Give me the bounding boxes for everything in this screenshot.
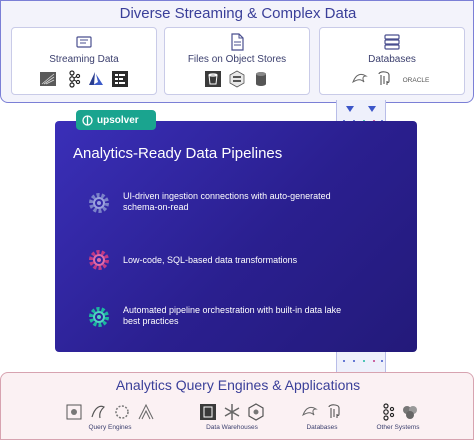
pipe-dot	[363, 360, 365, 362]
mysql-icon	[352, 73, 368, 84]
pipeline-panel: Analytics-Ready Data Pipelines UI-driven…	[55, 121, 417, 352]
feature-transformations: Low-code, SQL-based data transformations	[85, 246, 325, 276]
databases-bottom-label: Databases	[306, 424, 338, 431]
feature-orchestration-text: Automated pipeline orchestration with bu…	[123, 305, 342, 326]
destinations-band: Analytics Query Engines & Applications Q…	[0, 372, 474, 440]
oracle-logo: ORACLE	[403, 77, 430, 84]
databases-label: Databases	[368, 54, 416, 65]
database-cylinder-icon	[256, 72, 266, 86]
pipe-dot	[381, 360, 383, 362]
upsolver-icon	[82, 114, 93, 126]
redshift-icon	[200, 404, 216, 420]
elephant-icon	[378, 71, 390, 85]
cloud-storage-icon	[229, 70, 245, 88]
kafka-icon	[69, 70, 81, 88]
gear-icon	[89, 307, 109, 327]
gear-icon	[89, 193, 109, 213]
feature-ingestion-text: UI-driven ingestion connections with aut…	[123, 191, 331, 212]
stream-icon	[76, 36, 92, 48]
kafka-icon	[383, 403, 395, 421]
upsolver-logo: upsolver	[76, 110, 156, 130]
s3-bucket-icon	[205, 71, 221, 87]
spark-icon	[115, 405, 129, 419]
down-arrow-icon	[346, 106, 354, 112]
feature-orchestration: Automated pipeline orchestration with bu…	[85, 303, 341, 333]
hive-icon	[91, 405, 106, 419]
elastic-icon	[403, 406, 417, 419]
azure-icon	[89, 72, 103, 85]
down-arrow-icon	[368, 106, 376, 112]
streaming-data-card: Streaming Data	[11, 27, 157, 95]
data-warehouses-label: Data Warehouses	[206, 424, 258, 431]
other-systems-label: Other Systems	[376, 424, 420, 431]
svg-text:ORACLE: ORACLE	[403, 77, 430, 84]
kinesis-icon	[112, 71, 128, 87]
other-systems-group: Other Systems	[369, 403, 427, 439]
synapse-icon	[248, 403, 264, 421]
sources-title: Diverse Streaming & Complex Data	[119, 5, 357, 22]
query-engines-label: Query Engines	[88, 424, 132, 431]
file-icon	[231, 33, 244, 51]
athena-icon	[138, 403, 154, 420]
database-icon	[384, 34, 400, 50]
feature-transformations-text: Low-code, SQL-based data transformations	[123, 255, 298, 265]
presto-icon	[66, 404, 82, 420]
query-engines-group: Query Engines	[55, 403, 165, 439]
elephant-icon	[328, 404, 340, 418]
pipe-dot	[373, 360, 375, 362]
pipe-dot	[343, 360, 345, 362]
upsolver-brand-text: upsolver	[97, 114, 139, 126]
sources-band: Diverse Streaming & Complex Data Streami…	[0, 0, 474, 103]
pipe-dot	[353, 360, 355, 362]
files-on-object-stores-card: Files on Object Stores	[164, 27, 310, 95]
mysql-icon	[302, 406, 318, 417]
panel-title: Analytics-Ready Data Pipelines	[73, 145, 283, 162]
snowflake-icon	[224, 404, 240, 420]
gear-icon	[89, 250, 109, 270]
destinations-title: Analytics Query Engines & Applications	[115, 377, 361, 393]
flume-icon	[40, 72, 56, 86]
streaming-data-label: Streaming Data	[49, 54, 119, 65]
databases-group: Databases	[291, 403, 353, 439]
feature-ingestion: UI-driven ingestion connections with aut…	[85, 189, 331, 219]
databases-card: Databases ORACLE	[319, 27, 465, 95]
files-on-object-stores-label: Files on Object Stores	[187, 54, 287, 65]
data-warehouses-group: Data Warehouses	[187, 403, 277, 439]
